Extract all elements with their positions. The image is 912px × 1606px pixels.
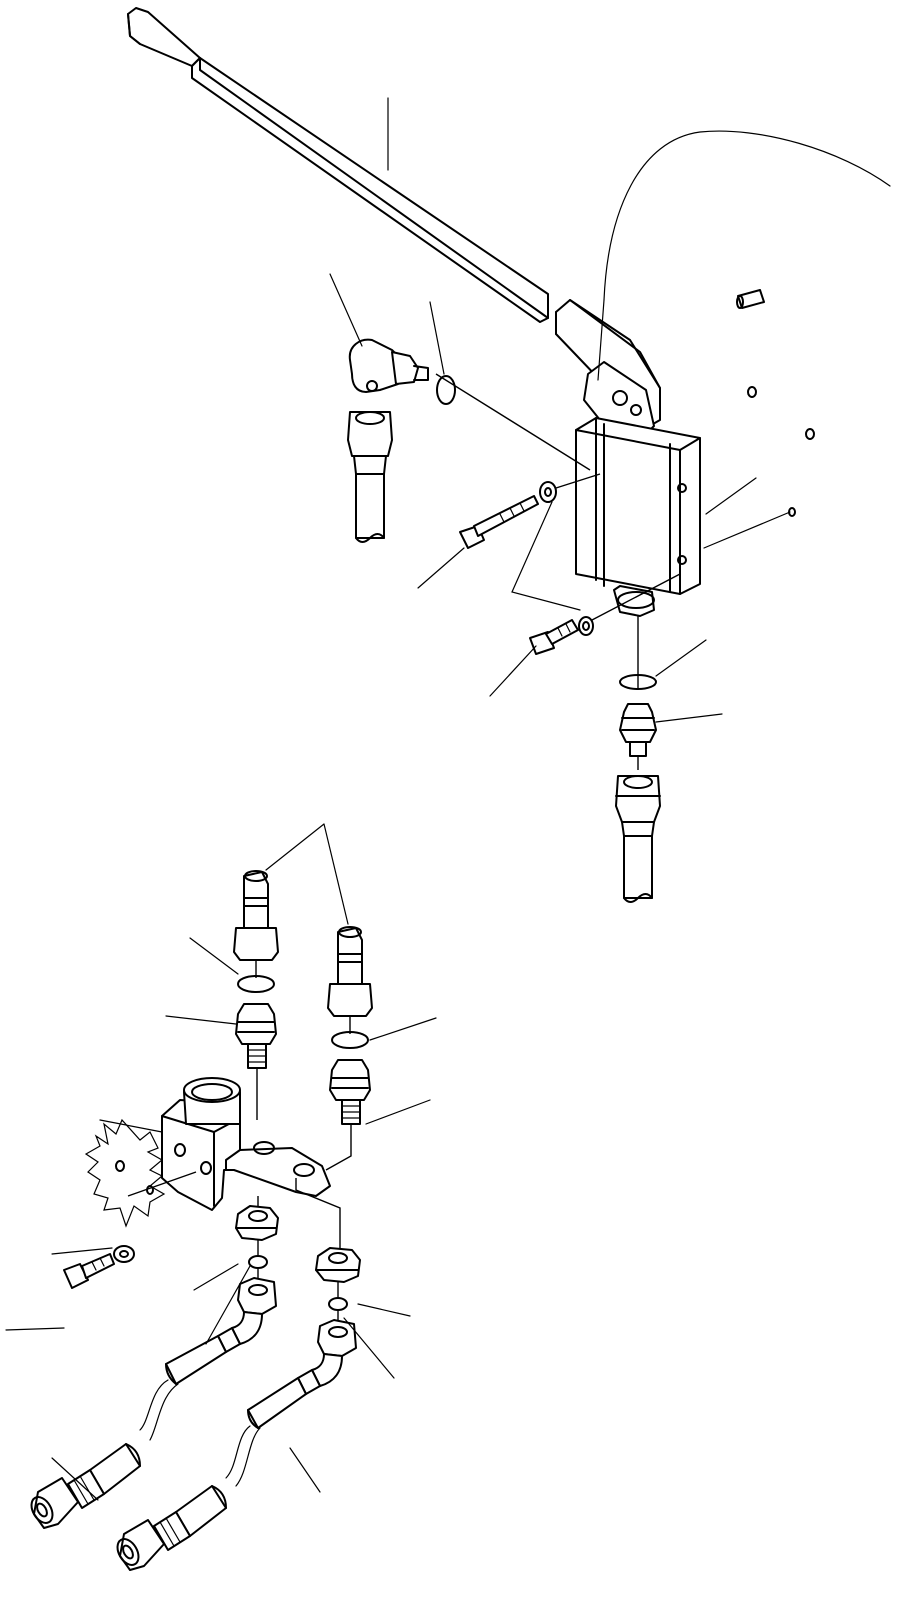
washer: [113, 1245, 135, 1263]
leader-line-elbow: [329, 273, 363, 347]
leader-line-hose-right: [289, 1447, 321, 1493]
o-ring: [237, 975, 275, 993]
mounting-bracket: [161, 1077, 331, 1211]
leader-line-adapter-left: [165, 1015, 237, 1025]
adapter-fitting: [329, 1059, 371, 1125]
leader-line-o-ring-right: [369, 1017, 437, 1041]
leader-line-adapter: [655, 713, 723, 723]
adapter-fitting: [235, 1003, 277, 1069]
leader-line-nut-right: [357, 1303, 411, 1317]
leader-line-bracket: [99, 1119, 163, 1133]
hydraulic-hose: [30, 1277, 277, 1529]
o-ring: [331, 1031, 369, 1049]
leader-line-pump: [705, 477, 757, 515]
leader-line-nut-left: [193, 1263, 239, 1291]
quick-coupler: [327, 926, 373, 1017]
panel-hole: [747, 386, 757, 398]
assembly-guide-line: [435, 373, 591, 471]
leader-line-bolt: [417, 547, 465, 589]
leader-line-o-ring-small-right: [343, 1317, 395, 1379]
leader-line-o-ring: [429, 301, 445, 375]
bolt: [459, 495, 539, 549]
leader-line-panel: [703, 511, 791, 549]
o-ring: [248, 1255, 268, 1269]
o-ring: [328, 1297, 348, 1311]
bolt: [529, 619, 579, 655]
leader-line-washer: [51, 1247, 113, 1255]
quick-coupler: [233, 870, 279, 961]
leader-lines: [5, 97, 791, 1501]
assembly-guide-line: [555, 473, 601, 489]
bolt: [63, 1253, 115, 1289]
hydraulic-hose: [615, 775, 661, 903]
mounting-plate-section: [84, 1118, 166, 1228]
assembly-guide-line: [591, 573, 681, 621]
leader-line-short-bolt: [489, 645, 537, 697]
nut: [235, 1205, 279, 1241]
adapter-fitting: [619, 703, 657, 757]
hydraulic-hose: [116, 1319, 357, 1571]
leader-line-washers: [511, 501, 581, 611]
leader-line-adapter-right: [365, 1099, 431, 1125]
elbow-fitting: [348, 338, 429, 393]
pump-body: [575, 130, 891, 617]
o-ring: [436, 375, 456, 405]
nut: [315, 1247, 361, 1283]
leader-line-o-ring-left: [189, 937, 239, 975]
leader-line-bolt-left: [5, 1327, 65, 1331]
washer: [539, 481, 557, 503]
leader-line-o-ring-small: [205, 1265, 251, 1345]
washer: [578, 616, 594, 636]
panel-hole: [805, 428, 815, 440]
hydraulic-hose: [347, 411, 393, 543]
panel-stud: [736, 289, 765, 309]
leader-line-hose-left: [51, 1457, 99, 1501]
leader-line-pump-o-ring: [655, 639, 707, 677]
o-ring: [619, 674, 657, 690]
leader-line-couplers: [265, 823, 349, 925]
